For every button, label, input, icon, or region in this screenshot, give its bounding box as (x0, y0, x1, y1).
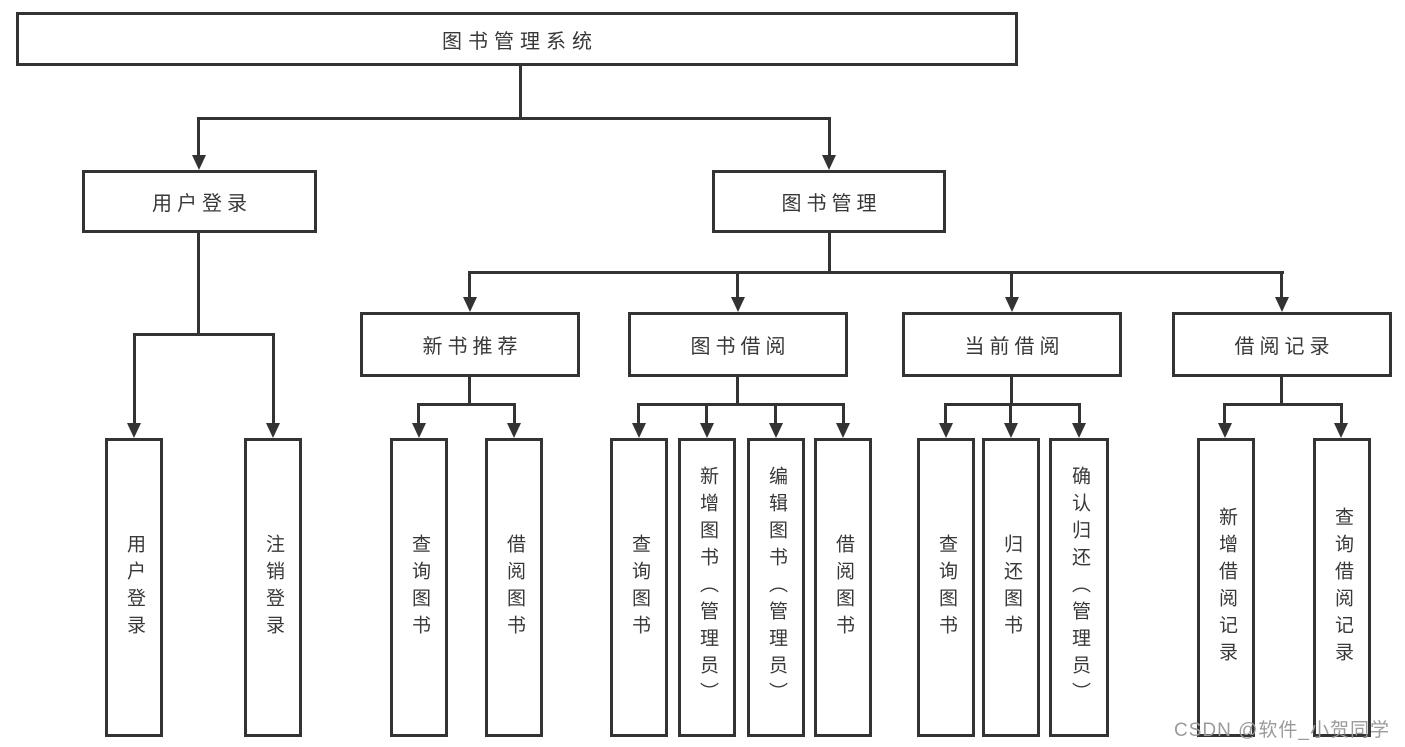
leaf-label: 借阅图书 (832, 533, 854, 642)
leaf-cb-query-books: 查询图书 (917, 438, 975, 737)
connector-vline (1009, 403, 1012, 425)
arrow-down-icon (700, 423, 714, 438)
arrow-down-icon (1072, 423, 1086, 438)
leaf-label: 新增借阅记录 (1215, 506, 1237, 669)
leaf-cb-confirm-return-admin: 确认归还（管理员） (1049, 438, 1109, 737)
node-label: 图书管理系统 (442, 30, 598, 53)
connector-vline (842, 403, 845, 425)
node-borrow-records: 借阅记录 (1172, 312, 1392, 377)
connector-vline (705, 403, 708, 425)
node-label: 新书推荐 (422, 336, 523, 358)
connector-vline (519, 66, 522, 118)
arrow-down-icon (1275, 297, 1289, 312)
leaf-label: 注销登录 (262, 533, 284, 642)
leaf-label: 查询图书 (935, 533, 957, 642)
connector-vline (828, 117, 831, 156)
node-label: 借阅记录 (1234, 336, 1335, 358)
connector-vline (736, 271, 739, 299)
connector-hline (468, 271, 1284, 274)
node-book-management: 图书管理 (712, 170, 946, 233)
leaf-bb-add-book-admin: 新增图书（管理员） (678, 438, 736, 737)
connector-hline (944, 403, 1081, 406)
leaf-label: 查询借阅记录 (1331, 506, 1353, 669)
arrow-down-icon (192, 155, 206, 170)
node-user-login: 用户登录 (82, 170, 317, 233)
connector-vline (1280, 377, 1283, 406)
node-label: 图书借阅 (690, 336, 791, 358)
leaf-cb-return-book: 归还图书 (982, 438, 1040, 737)
connector-hline (133, 333, 275, 336)
arrow-down-icon (412, 423, 426, 438)
arrow-down-icon (507, 423, 521, 438)
connector-hline (1223, 403, 1343, 406)
arrow-down-icon (632, 423, 646, 438)
node-label: 用户登录 (152, 193, 252, 215)
leaf-label: 新增图书（管理员） (696, 466, 718, 709)
leaf-nbr-borrow-books: 借阅图书 (485, 438, 543, 737)
connector-vline (468, 271, 471, 299)
leaf-bb-borrow-books: 借阅图书 (814, 438, 872, 737)
connector-vline (272, 333, 275, 425)
arrow-down-icon (822, 155, 836, 170)
connector-hline (197, 117, 831, 120)
connector-vline (736, 377, 739, 406)
connector-vline (133, 333, 136, 425)
connector-vline (944, 403, 947, 425)
leaf-label: 归还图书 (1000, 533, 1022, 642)
leaf-logout: 注销登录 (244, 438, 302, 737)
connector-vline (828, 233, 831, 274)
leaf-br-add-borrow-record: 新增借阅记录 (1197, 438, 1255, 737)
connector-vline (197, 233, 200, 336)
leaf-label: 查询图书 (408, 533, 430, 642)
arrow-down-icon (1004, 423, 1018, 438)
node-new-book-recommend: 新书推荐 (360, 312, 580, 377)
connector-hline (417, 403, 516, 406)
arrow-down-icon (836, 423, 850, 438)
node-label: 图书管理 (781, 193, 882, 215)
node-label: 当前借阅 (964, 336, 1065, 358)
leaf-bb-query-books: 查询图书 (610, 438, 668, 737)
leaf-label: 确认归还（管理员） (1068, 466, 1090, 709)
leaf-label: 编辑图书（管理员） (765, 466, 787, 709)
leaf-br-query-borrow-record: 查询借阅记录 (1313, 438, 1371, 737)
connector-vline (1340, 403, 1343, 425)
connector-vline (637, 403, 640, 425)
arrow-down-icon (769, 423, 783, 438)
connector-vline (1223, 403, 1226, 425)
arrow-down-icon (127, 423, 141, 438)
connector-hline (637, 403, 845, 406)
connector-vline (774, 403, 777, 425)
node-library-management-system: 图书管理系统 (16, 12, 1018, 66)
connector-vline (1010, 377, 1013, 406)
leaf-label: 借阅图书 (503, 533, 525, 642)
node-current-borrowing: 当前借阅 (902, 312, 1122, 377)
leaf-label: 用户登录 (123, 533, 145, 642)
connector-vline (513, 403, 516, 425)
node-book-borrowing: 图书借阅 (628, 312, 848, 377)
leaf-bb-edit-book-admin: 编辑图书（管理员） (747, 438, 805, 737)
connector-vline (417, 403, 420, 425)
leaf-nbr-query-books: 查询图书 (390, 438, 448, 737)
connector-vline (1010, 271, 1013, 299)
connector-vline (197, 117, 200, 156)
arrow-down-icon (266, 423, 280, 438)
connector-vline (468, 377, 471, 406)
arrow-down-icon (731, 297, 745, 312)
arrow-down-icon (1005, 297, 1019, 312)
arrow-down-icon (1334, 423, 1348, 438)
arrow-down-icon (463, 297, 477, 312)
csdn-watermark: CSDN @软件_小贺同学 (1174, 720, 1390, 741)
leaf-label: 查询图书 (628, 533, 650, 642)
connector-vline (1078, 403, 1081, 425)
connector-vline (1280, 271, 1283, 299)
arrow-down-icon (1218, 423, 1232, 438)
arrow-down-icon (939, 423, 953, 438)
leaf-user-login: 用户登录 (105, 438, 163, 737)
